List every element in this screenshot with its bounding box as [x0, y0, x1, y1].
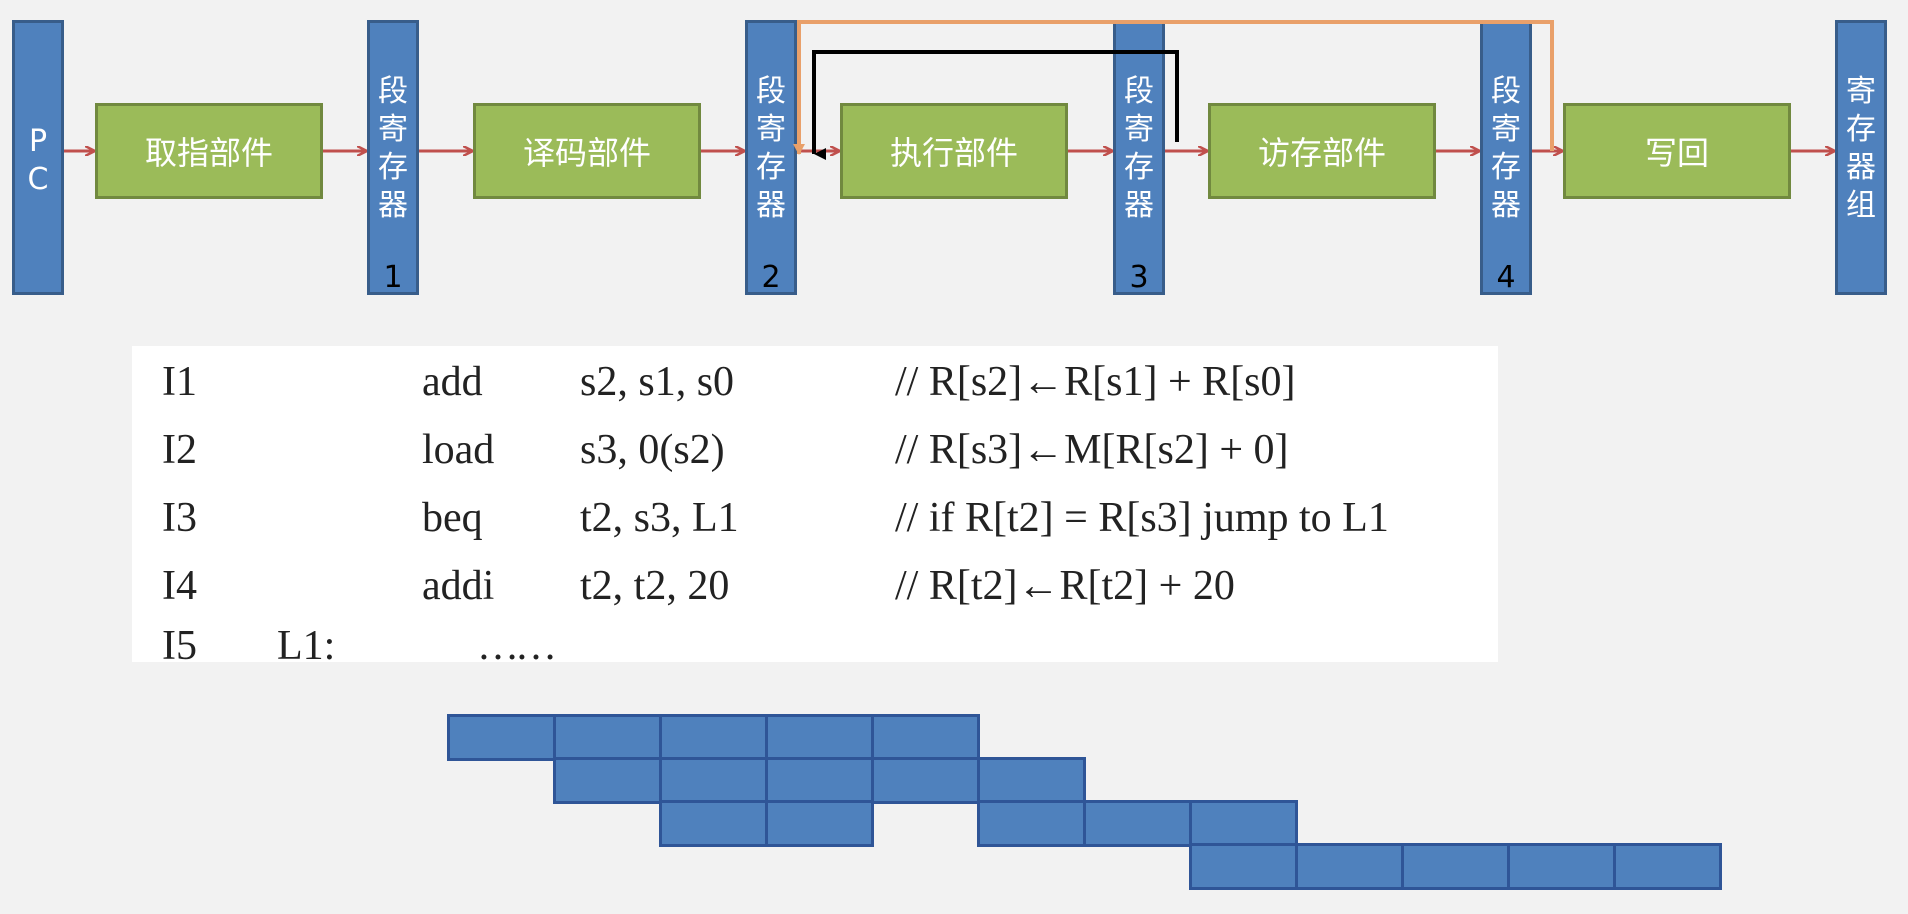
timing-block — [1613, 843, 1722, 890]
instr-args: …… — [477, 623, 557, 669]
seg-char: 存 — [378, 150, 408, 185]
instr-id: I3 — [162, 495, 197, 541]
regfile-char: 寄 — [1846, 74, 1876, 109]
instr-op: add — [422, 359, 483, 405]
segment-number: 3 — [1129, 260, 1149, 295]
segment-number: 1 — [383, 260, 403, 295]
timing-block — [659, 714, 768, 761]
code-row-i1: I1 add s2, s1, s0 // R[s2]←R[s1] + R[s0] — [132, 348, 1498, 416]
seg-char: 段 — [1491, 74, 1521, 109]
seg-char: 器 — [378, 188, 408, 223]
fetch-stage: 取指部件 — [95, 103, 323, 199]
timing-block — [659, 800, 768, 847]
segment-register-4: 段 寄 存 器 4 — [1480, 20, 1532, 295]
instr-comment: // if R[t2] = R[s3] jump to L1 — [895, 495, 1389, 541]
regfile-char: 器 — [1846, 150, 1876, 185]
segment-register-2: 段 寄 存 器 2 — [745, 20, 797, 295]
timing-block — [765, 800, 874, 847]
register-file: 寄 存 器 组 — [1835, 20, 1887, 295]
timing-block — [765, 714, 874, 761]
code-listing: I1 add s2, s1, s0 // R[s2]←R[s1] + R[s0]… — [132, 346, 1498, 669]
instr-args: s2, s1, s0 — [580, 359, 735, 405]
code-row-i4: I4 addi t2, t2, 20 // R[t2]←R[t2] + 20 — [132, 552, 1498, 620]
timing-block — [553, 714, 662, 761]
seg-char: 器 — [1124, 188, 1154, 223]
seg-char: 寄 — [756, 112, 786, 147]
segment-number: 2 — [761, 260, 781, 295]
execute-stage: 执行部件 — [840, 103, 1068, 199]
pipeline-arrows — [64, 20, 1908, 160]
seg-char: 存 — [1124, 150, 1154, 185]
seg-char: 器 — [1491, 188, 1521, 223]
seg-char: 存 — [1491, 150, 1521, 185]
instr-args: t2, t2, 20 — [580, 563, 730, 609]
timing-block — [977, 757, 1086, 804]
seg-char: 寄 — [1124, 112, 1154, 147]
instr-label: L1: — [277, 623, 336, 669]
decode-stage: 译码部件 — [473, 103, 701, 199]
segment-number: 4 — [1496, 260, 1516, 295]
timing-block — [553, 757, 662, 804]
regfile-char: 组 — [1846, 188, 1876, 223]
timing-block — [871, 714, 980, 761]
code-row-i2: I2 load s3, 0(s2) // R[s3]←M[R[s2] + 0] — [132, 416, 1498, 484]
code-row-i5: I5 L1: …… — [132, 612, 1498, 680]
instr-comment: // R[t2]←R[t2] + 20 — [895, 563, 1235, 609]
instr-args: t2, s3, L1 — [580, 495, 739, 541]
timing-block — [1189, 843, 1298, 890]
instr-id: I1 — [162, 359, 197, 405]
pc-register: P C — [12, 20, 64, 295]
instr-op: beq — [422, 495, 483, 541]
instr-comment: // R[s3]←M[R[s2] + 0] — [895, 427, 1289, 473]
seg-char: 寄 — [378, 112, 408, 147]
forward-path-orange — [793, 20, 1554, 155]
instr-op: addi — [422, 563, 495, 609]
instr-id: I4 — [162, 563, 197, 609]
writeback-stage: 写回 — [1563, 103, 1791, 199]
seg-char: 段 — [378, 74, 408, 109]
seg-char: 段 — [756, 74, 786, 109]
seg-char: 器 — [756, 188, 786, 223]
instr-comment: // R[s2]←R[s1] + R[s0] — [895, 359, 1296, 405]
timing-block — [1083, 800, 1192, 847]
memory-stage: 访存部件 — [1208, 103, 1436, 199]
instr-op: load — [422, 427, 495, 473]
instr-id: I2 — [162, 427, 197, 473]
timing-block — [1401, 843, 1510, 890]
instr-id: I5 — [162, 623, 197, 669]
timing-block — [1189, 800, 1298, 847]
instr-args: s3, 0(s2) — [580, 427, 725, 473]
pc-letter: P — [28, 124, 48, 159]
timing-block — [447, 714, 556, 761]
timing-block — [765, 757, 874, 804]
regfile-char: 存 — [1846, 112, 1876, 147]
timing-block — [871, 757, 980, 804]
pc-letter: C — [27, 162, 49, 197]
seg-char: 寄 — [1491, 112, 1521, 147]
segment-register-1: 段 寄 存 器 1 — [367, 20, 419, 295]
timing-block — [659, 757, 768, 804]
forward-path-black — [812, 50, 1179, 160]
seg-char: 段 — [1124, 74, 1154, 109]
code-row-i3: I3 beq t2, s3, L1 // if R[t2] = R[s3] ju… — [132, 484, 1498, 552]
timing-block — [977, 800, 1086, 847]
timing-block — [1295, 843, 1404, 890]
timing-block — [1507, 843, 1616, 890]
seg-char: 存 — [756, 150, 786, 185]
